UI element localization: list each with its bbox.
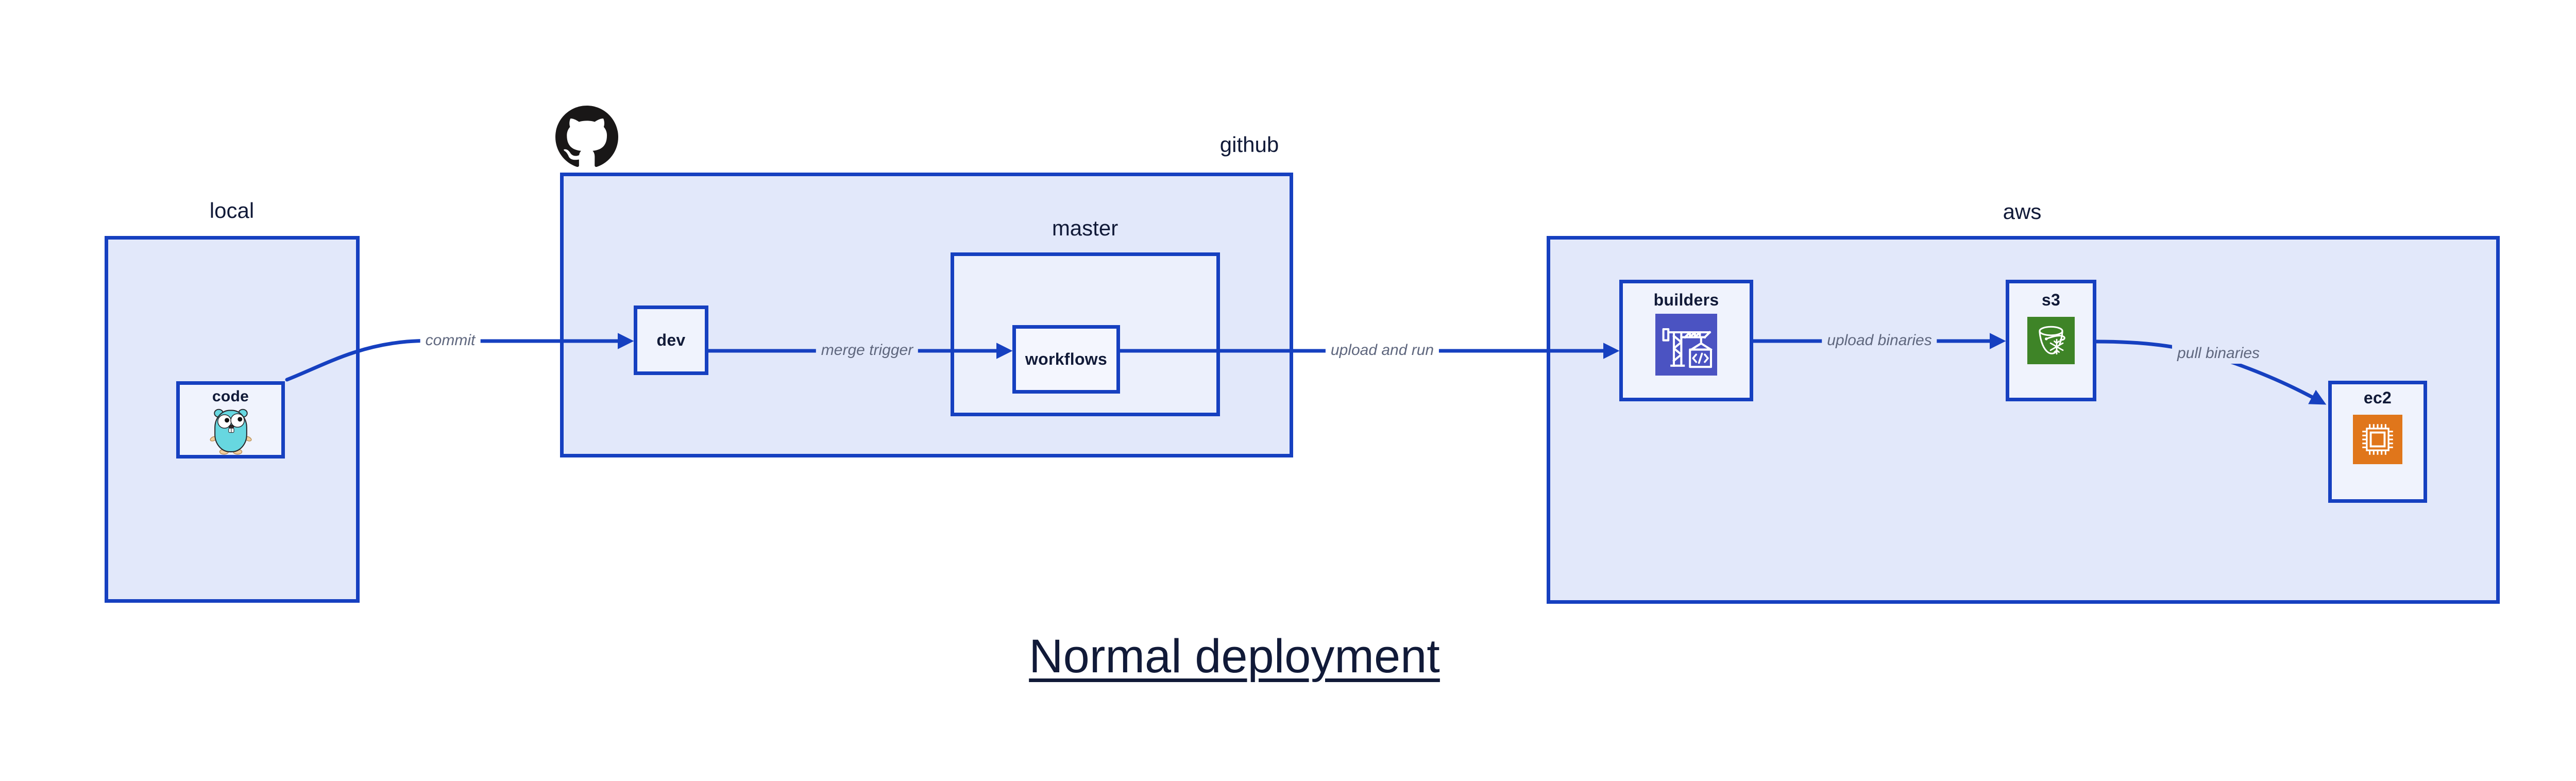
node-builders-label: builders (1653, 291, 1719, 309)
node-workflows-label: workflows (1025, 350, 1108, 369)
edge-commit-label: commit (420, 330, 481, 351)
ec2-chip-icon (2353, 414, 2402, 464)
node-s3: s3 (2006, 280, 2096, 401)
s3-glacier-bucket-icon (2027, 316, 2075, 364)
node-code: code (176, 381, 285, 459)
aws-container-label: aws (2003, 199, 2042, 224)
master-container-label: master (1052, 216, 1118, 240)
github-container-label: github (1219, 132, 1279, 157)
node-builders: builders (1619, 280, 1753, 401)
diagram-title: Normal deployment (1029, 630, 1440, 683)
edge-upload-and-run-label: upload and run (1325, 340, 1439, 361)
node-code-label: code (212, 388, 249, 405)
node-workflows: workflows (1012, 325, 1120, 394)
go-gopher-icon (209, 409, 252, 454)
edge-merge-trigger-label: merge trigger (816, 340, 919, 361)
edge-pull-binaries-label: pull binaries (2172, 343, 2265, 364)
node-ec2-label: ec2 (2363, 388, 2392, 407)
node-s3-label: s3 (2041, 291, 2061, 309)
local-container-label: local (209, 198, 255, 223)
node-dev-label: dev (656, 331, 686, 350)
edge-upload-binaries-label: upload binaries (1822, 330, 1937, 351)
node-ec2: ec2 (2328, 381, 2427, 503)
codebuild-crane-icon (1655, 313, 1717, 376)
node-dev: dev (634, 305, 708, 375)
github-logo-icon (555, 106, 618, 167)
